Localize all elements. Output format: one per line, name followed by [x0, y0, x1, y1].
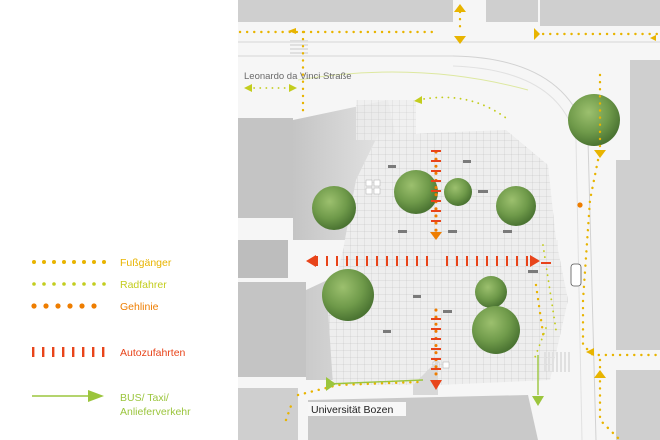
tree-group	[312, 94, 620, 354]
car-icon	[570, 263, 582, 287]
street-label: Leonardo da Vinci Straße	[244, 71, 352, 82]
building-top-left	[238, 0, 453, 22]
building-label: Universität Bozen	[311, 404, 393, 416]
building-left-a	[238, 118, 293, 218]
legend-label-bus-taxi: BUS/ Taxi/	[120, 392, 169, 404]
building-right-upper	[630, 60, 660, 160]
legend-swatch-car-access	[32, 347, 105, 357]
building-left-b	[238, 240, 288, 278]
legend-label-walkline: Gehlinie	[120, 301, 159, 313]
building-top-mid	[486, 0, 538, 22]
legend-swatch-cyclist	[32, 282, 106, 286]
building-university	[308, 395, 538, 440]
building-left-c	[238, 282, 306, 377]
legend-swatch-walkline	[31, 303, 97, 309]
building-right-lower	[616, 370, 660, 440]
legend-label-pedestrian: Fußgänger	[120, 257, 172, 269]
legend-label-car-access: Autozufahrten	[120, 347, 186, 359]
site-plan: Leonardo da Vinci Straße Universität Boz…	[238, 0, 660, 440]
building-top-right	[540, 0, 660, 26]
legend-label-cyclist: Radfahrer	[120, 279, 167, 291]
legend-label-delivery: Anlieferverkehr	[120, 406, 191, 418]
legend-swatch-pedestrian	[32, 260, 106, 264]
legend-panel: Fußgänger Radfahrer Gehlinie Autozufahrt…	[0, 0, 238, 440]
legend-swatch-bus-taxi	[32, 390, 104, 402]
building-right-mid	[616, 160, 660, 350]
